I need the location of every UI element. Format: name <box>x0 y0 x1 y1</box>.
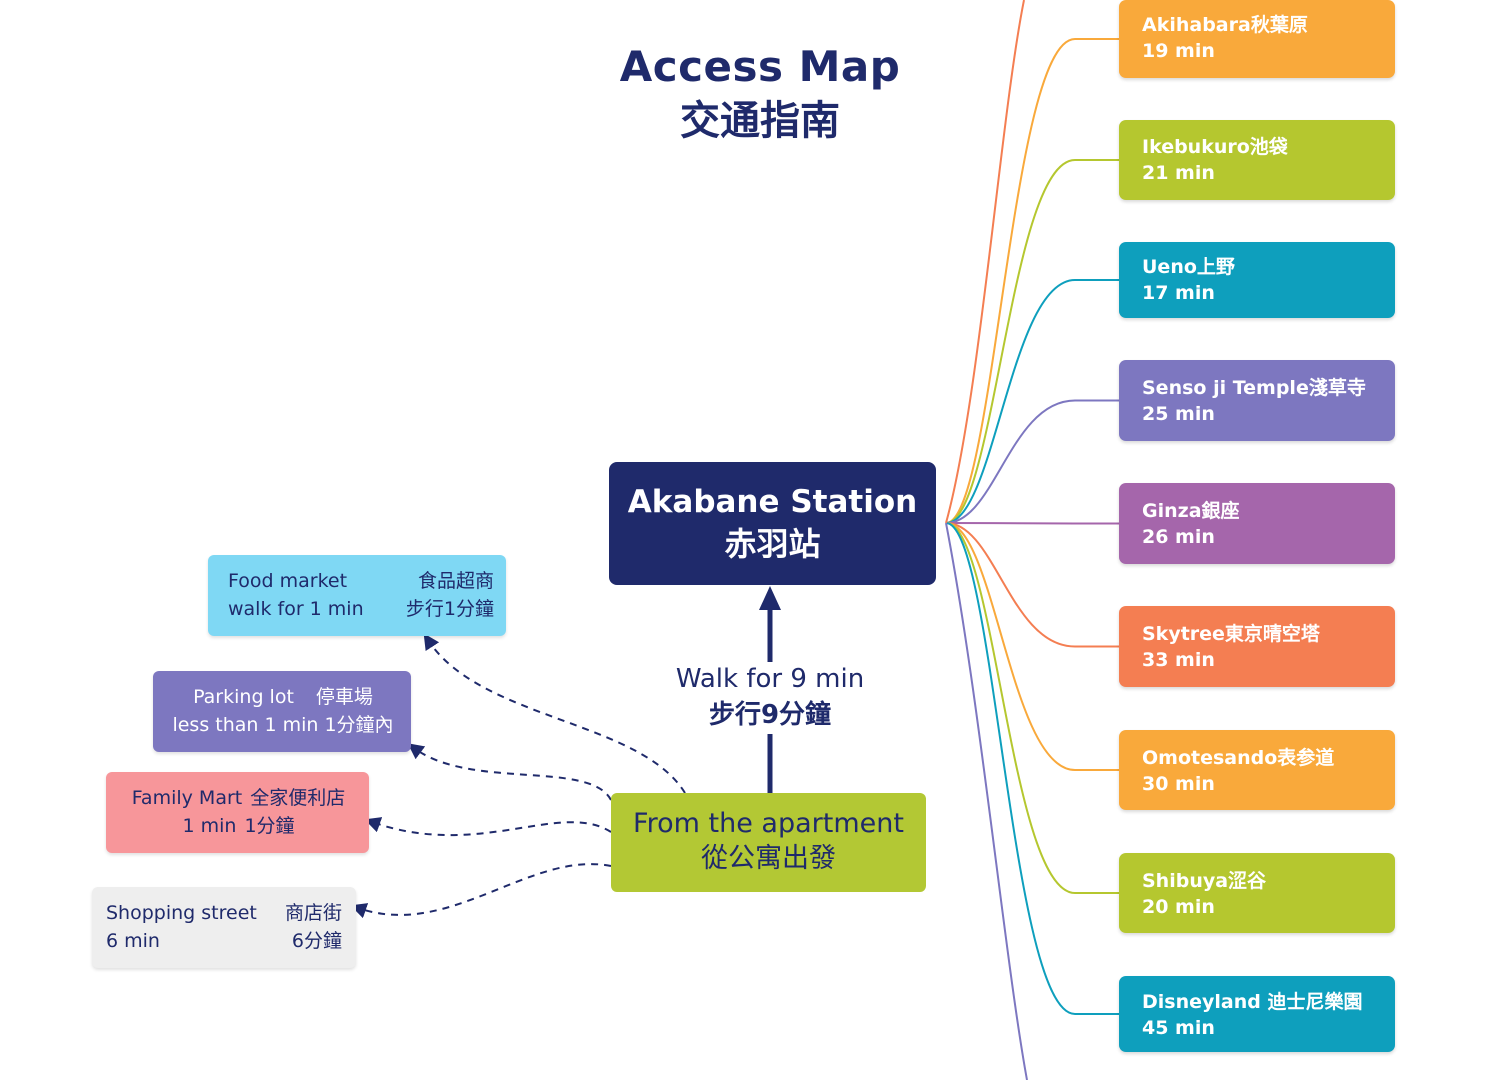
dest-time: 30 min <box>1142 773 1215 795</box>
branch-1 <box>945 38 1119 524</box>
link-family-mart <box>364 817 612 837</box>
dest-time: 20 min <box>1142 896 1215 918</box>
dest-time: 19 min <box>1142 40 1215 62</box>
dest-shibuya: Shibuya涩谷 20 min <box>1119 853 1395 933</box>
station-name-zh: 赤羽站 <box>724 525 821 563</box>
branch-3 <box>945 279 1119 524</box>
dest-name: Skytree東京晴空塔 <box>1142 623 1320 645</box>
link-parking-lot <box>407 743 612 801</box>
dest-time: 21 min <box>1142 162 1215 184</box>
dest-omotesando: Omotesando表参道 30 min <box>1119 730 1395 810</box>
place-time: 6 min <box>106 930 160 952</box>
dest-time: 33 min <box>1142 649 1215 671</box>
place-name: Food market <box>228 570 348 592</box>
dest-akihabara: Akihabara秋葉原 19 min <box>1119 0 1395 78</box>
branch-6 <box>945 522 1119 648</box>
dest-skytree: Skytree東京晴空塔 33 min <box>1119 606 1395 687</box>
branch-bottom-edge <box>945 522 1028 1080</box>
branch-top-edge <box>945 0 1025 524</box>
dest-name: Senso ji Temple淺草寺 <box>1142 377 1366 399</box>
place-name-zh: 停車場 <box>315 686 373 708</box>
dest-time: 25 min <box>1142 403 1215 425</box>
dest-ginza: Ginza銀座 26 min <box>1119 483 1395 564</box>
apartment-label: From the apartment <box>633 808 904 839</box>
place-time: 1 min <box>182 815 237 837</box>
place-food-market: Food market 食品超商 walk for 1 min 步行1分鐘 <box>208 555 506 636</box>
place-name-zh: 全家便利店 <box>250 787 346 809</box>
branch-5 <box>945 522 1119 525</box>
dest-name: Ginza銀座 <box>1142 500 1240 522</box>
dest-ikebukuro: Ikebukuro池袋 21 min <box>1119 120 1395 200</box>
link-food-market <box>423 633 686 794</box>
place-time-zh: 1分鐘內 <box>324 714 394 736</box>
akabane-station-node: Akabane Station 赤羽站 <box>609 462 936 585</box>
place-name: Family Mart <box>131 787 243 809</box>
walk-label: Walk for 9 min 步行9分鐘 <box>640 662 900 734</box>
branch-4 <box>945 399 1119 524</box>
dest-name: Disneyland 迪士尼樂園 <box>1142 991 1363 1013</box>
dest-name: Ikebukuro池袋 <box>1142 136 1288 158</box>
link-shopping-street <box>350 863 612 919</box>
dest-name: Ueno上野 <box>1142 256 1235 278</box>
dest-ueno: Ueno上野 17 min <box>1119 242 1395 318</box>
station-name: Akabane Station <box>627 484 918 520</box>
place-time-zh: 1分鐘 <box>244 815 295 837</box>
place-time-zh: 步行1分鐘 <box>405 598 494 620</box>
walk-label-zh: 步行9分鐘 <box>708 700 832 730</box>
dest-name: Omotesando表参道 <box>1142 747 1335 769</box>
place-name: Parking lot <box>193 686 294 708</box>
dest-disneyland: Disneyland 迪士尼樂園 45 min <box>1119 976 1395 1052</box>
title-chinese: 交通指南 <box>680 98 840 144</box>
place-name: Shopping street <box>106 902 257 924</box>
dest-time: 26 min <box>1142 526 1215 548</box>
branch-7 <box>945 522 1119 771</box>
place-family-mart: Family Mart 全家便利店 1 min 1分鐘 <box>106 772 369 853</box>
walk-label-en: Walk for 9 min <box>675 664 865 694</box>
title-english: Access Map <box>619 42 901 91</box>
dest-name: Shibuya涩谷 <box>1142 870 1267 892</box>
apartment-label-zh: 從公寓出發 <box>701 843 836 874</box>
page-title: Access Map 交通指南 <box>560 40 960 148</box>
place-time: less than 1 min <box>172 714 319 736</box>
place-time-zh: 6分鐘 <box>291 930 342 952</box>
branch-9 <box>945 522 1119 1015</box>
walk-arrow-head <box>759 586 781 610</box>
apartment-node: From the apartment 從公寓出發 <box>611 793 926 892</box>
place-shopping-street: Shopping street 商店街 6 min 6分鐘 <box>92 887 356 968</box>
dest-time: 45 min <box>1142 1017 1215 1039</box>
place-name-zh: 商店街 <box>284 902 342 924</box>
dest-sensoji: Senso ji Temple淺草寺 25 min <box>1119 360 1395 441</box>
branch-8 <box>945 522 1119 894</box>
dest-time: 17 min <box>1142 282 1215 304</box>
dest-name: Akihabara秋葉原 <box>1142 14 1308 36</box>
place-time: walk for 1 min <box>228 598 364 620</box>
branch-2 <box>945 159 1119 524</box>
place-name-zh: 食品超商 <box>417 570 494 592</box>
